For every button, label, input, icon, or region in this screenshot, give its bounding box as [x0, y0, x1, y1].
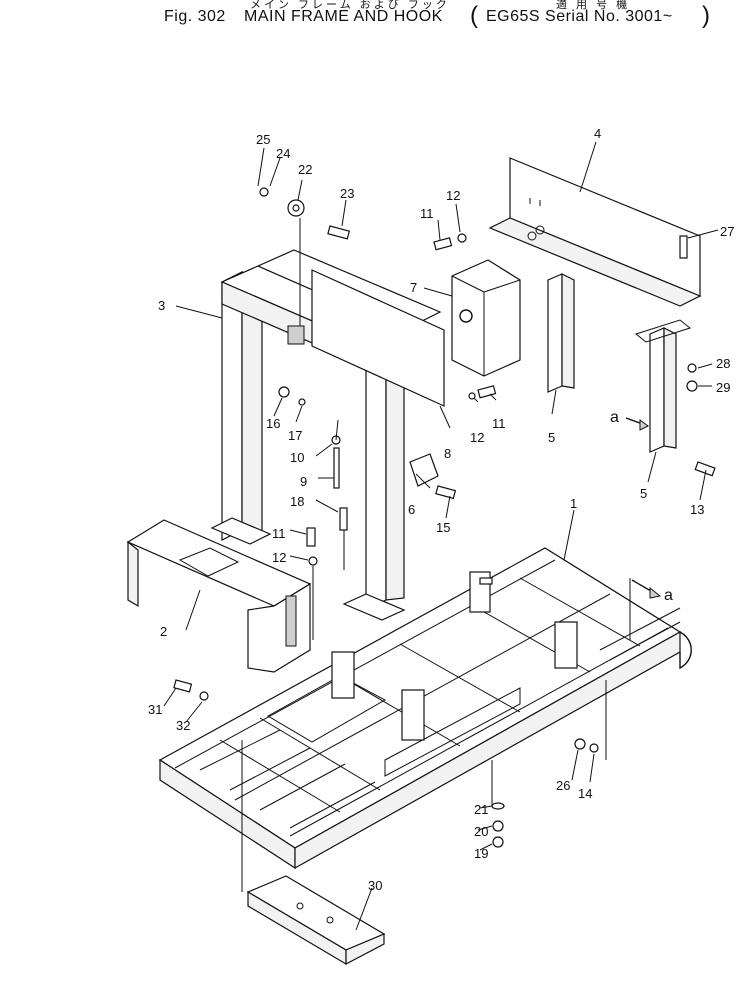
part-label-32: 32 [176, 718, 190, 733]
part-label-29: 29 [716, 380, 730, 395]
serial-number: EG65S Serial No. 3001~ [486, 8, 673, 25]
part-label-10: 10 [290, 450, 304, 465]
part-label-12a: 12 [446, 188, 460, 203]
part-label-25: 25 [256, 132, 270, 147]
paren-close: ) [702, 2, 711, 29]
part-label-3: 3 [158, 298, 165, 313]
view-mark-a-upper: a [610, 409, 619, 426]
part-label-6: 6 [408, 502, 415, 517]
part-label-1: 1 [570, 496, 577, 511]
control-box [451, 259, 521, 377]
part-label-11a: 11 [420, 206, 434, 221]
japanese-applicable-label: 適 用 号 機 [556, 0, 631, 11]
part-label-8: 8 [444, 446, 451, 461]
part-label-17: 17 [288, 428, 302, 443]
main-frame-base [158, 547, 692, 870]
part-label-28: 28 [716, 356, 730, 371]
leader-lines [163, 141, 719, 931]
part-label-18: 18 [290, 494, 304, 509]
part-label-11c: 11 [272, 526, 286, 541]
rear-panel [311, 269, 445, 407]
part-label-23: 23 [340, 186, 354, 201]
figure-title: MAIN FRAME AND HOOK [244, 8, 443, 25]
part-label-26: 26 [556, 778, 570, 793]
part-label-5b: 5 [640, 486, 647, 501]
part-label-16: 16 [266, 416, 280, 431]
part-label-20: 20 [474, 824, 488, 839]
part-label-21: 21 [474, 802, 488, 817]
part-label-27: 27 [720, 224, 734, 239]
part-label-30: 30 [368, 878, 382, 893]
side-bracket [126, 519, 312, 673]
hardware [173, 187, 716, 848]
part-label-5a: 5 [548, 430, 555, 445]
part-label-22: 22 [298, 162, 312, 177]
part-label-2: 2 [160, 624, 167, 639]
top-plate [488, 157, 702, 307]
part-label-9: 9 [300, 474, 307, 489]
part-label-14: 14 [578, 786, 592, 801]
part-label-7: 7 [410, 280, 417, 295]
figure-number: Fig. 302 [164, 8, 226, 25]
assembly-lines [241, 218, 631, 892]
part-label-19: 19 [474, 846, 488, 861]
part-labels: 1 2 3 4 5 5 6 7 8 9 10 11 11 11 12 12 12… [148, 126, 734, 893]
part-label-31: 31 [148, 702, 162, 717]
bottom-plate [246, 875, 386, 966]
japanese-title: メイン フレーム および フック [250, 0, 450, 11]
part-label-13: 13 [690, 502, 704, 517]
part-label-12c: 12 [272, 550, 286, 565]
paren-open: ( [470, 2, 479, 29]
part-label-12b: 12 [470, 430, 484, 445]
view-mark-a-lower: a [664, 587, 673, 604]
part-label-15: 15 [436, 520, 450, 535]
channel-brackets [547, 273, 692, 453]
part-label-11b: 11 [492, 416, 506, 431]
part-label-24: 24 [276, 146, 290, 161]
part-label-4: 4 [594, 126, 601, 141]
